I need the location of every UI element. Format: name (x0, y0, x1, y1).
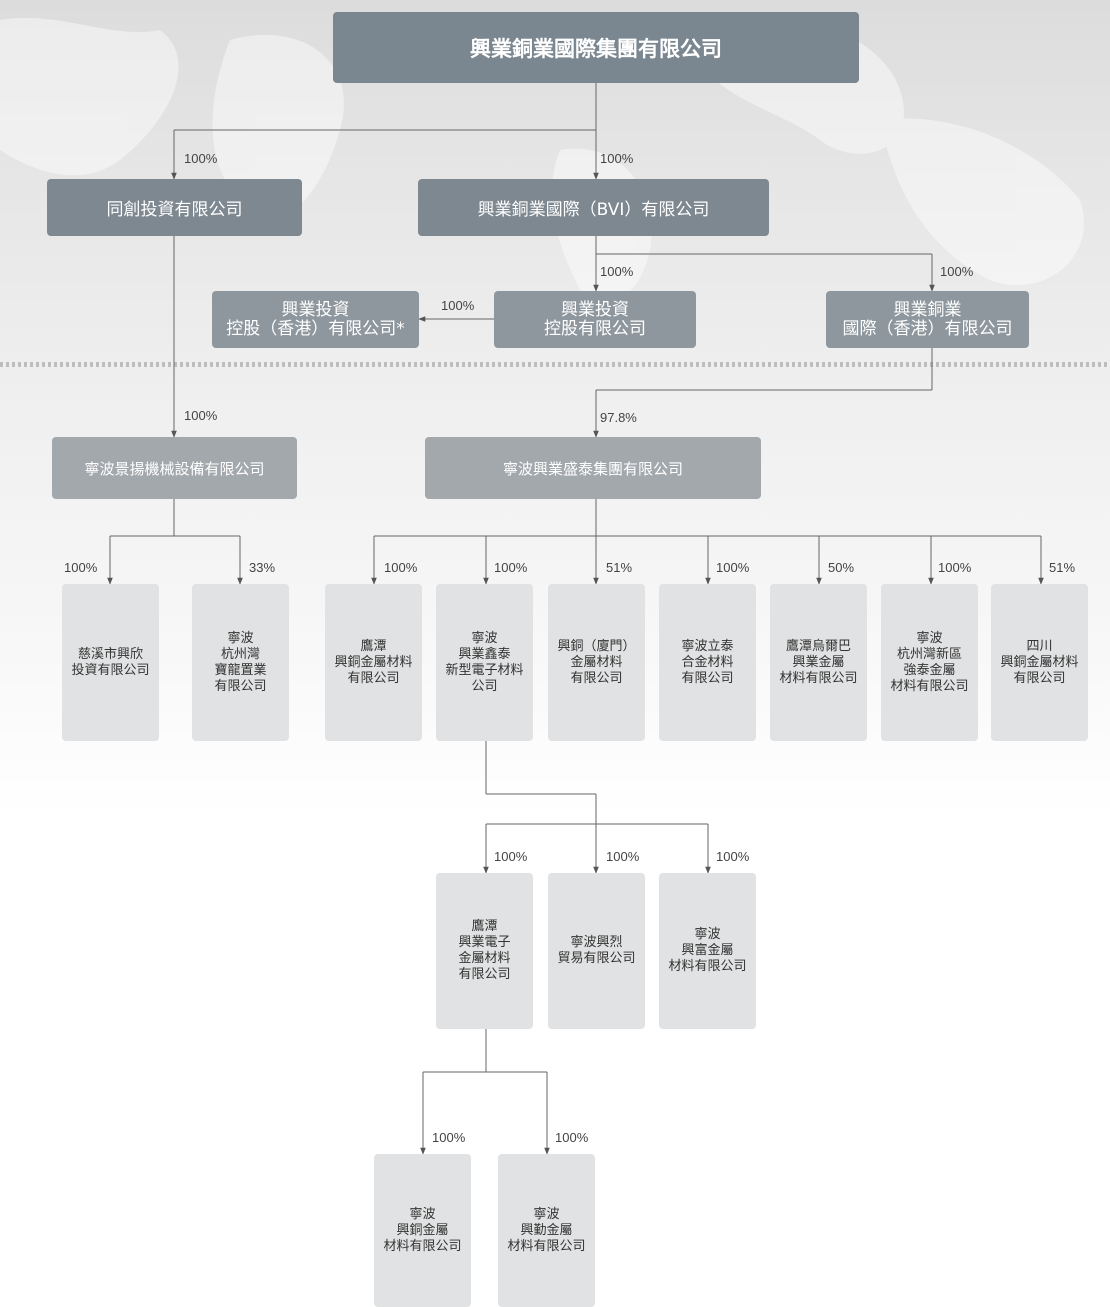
level4-pct-1: 100% (64, 560, 98, 575)
dashed-divider (0, 362, 1110, 367)
root-company-box: 興業銅業國際集團有限公司 (333, 12, 859, 83)
level6-box-2: 寧波 興勤金屬 材料有限公司 (498, 1154, 595, 1307)
level5-name-3: 寧波 興富金屬 材料有限公司 (668, 927, 747, 974)
level6-name-1: 寧波 興銅金屬 材料有限公司 (383, 1206, 462, 1254)
level5-name-1: 鷹潭 興業電子 金屬材料 有限公司 (458, 919, 511, 982)
level4-pct-3: 100% (384, 560, 418, 575)
bvi-name: 興業銅業國際（BVI）有限公司 (477, 200, 710, 220)
jingyang-pct: 100% (184, 408, 218, 423)
level4-box-9: 四川 興銅金屬材料 有限公司 (991, 584, 1088, 741)
tongchuang-pct: 100% (184, 151, 218, 166)
holding-name: 興業投資 控股有限公司 (544, 299, 646, 339)
bvi-pct: 100% (600, 151, 634, 166)
hk-holding-box: 興業投資 控股（香港）有限公司* (212, 291, 419, 348)
level4-box-4: 寧波 興業鑫泰 新型電子材料 公司 (436, 584, 533, 741)
level6-pct-2: 100% (555, 1130, 589, 1145)
level4-box-8: 寧波 杭州灣新區 強泰金屬 材料有限公司 (881, 584, 978, 741)
level5-box-3: 寧波 興富金屬 材料有限公司 (659, 873, 756, 1029)
level4-box-5: 興銅（廈門） 金屬材料 有限公司 (548, 584, 645, 741)
level5-box-1: 鷹潭 興業電子 金屬材料 有限公司 (436, 873, 533, 1029)
level4-pct-2: 33% (249, 560, 276, 575)
jingyang-box: 寧波景揚機械設備有限公司 (52, 437, 297, 499)
holding-pct: 100% (600, 264, 634, 279)
level4-box-2: 寧波 杭州灣 寶龍置業 有限公司 (192, 584, 289, 741)
level4-box-3: 鷹潭 興銅金屬材料 有限公司 (325, 584, 422, 741)
level4-name-2: 寧波 杭州灣 寶龍置業 有限公司 (214, 630, 267, 694)
hk-holding-pct: 100% (441, 298, 475, 313)
level4-box-6: 寧波立泰 合金材料 有限公司 (659, 584, 756, 741)
level4-pct-4: 100% (494, 560, 528, 575)
level5-name-2: 寧波興烈 貿易有限公司 (557, 935, 636, 966)
level4-name-7: 鷹潭烏爾巴 興業金屬 材料有限公司 (779, 638, 858, 686)
level4-box-1: 慈溪市興欣 投資有限公司 (62, 584, 159, 741)
bvi-box: 興業銅業國際（BVI）有限公司 (418, 179, 769, 236)
level4-pct-6: 100% (716, 560, 750, 575)
level5-pct-2: 100% (606, 849, 640, 864)
level6-name-2: 寧波 興勤金屬 材料有限公司 (507, 1206, 586, 1254)
tongchuang-box: 同創投資有限公司 (47, 179, 302, 236)
shengtai-box: 寧波興業盛泰集團有限公司 (425, 437, 761, 499)
level4-name-6: 寧波立泰 合金材料 有限公司 (681, 638, 734, 686)
level5-pct-3: 100% (716, 849, 750, 864)
holding-box: 興業投資 控股有限公司 (494, 291, 696, 348)
level4-pct-8: 100% (938, 560, 972, 575)
shengtai-name: 寧波興業盛泰集團有限公司 (502, 459, 683, 478)
hk-intl-pct: 100% (940, 264, 974, 279)
level4-name-8: 寧波 杭州灣新區 強泰金屬 材料有限公司 (890, 630, 969, 694)
root-company-name: 興業銅業國際集團有限公司 (470, 36, 722, 61)
shengtai-pct: 97.8% (600, 410, 637, 425)
level4-name-5: 興銅（廈門） 金屬材料 有限公司 (557, 638, 636, 686)
level6-pct-1: 100% (432, 1130, 466, 1145)
level5-pct-1: 100% (494, 849, 528, 864)
hk-intl-box: 興業銅業 國際（香港）有限公司 (826, 291, 1029, 348)
level4-pct-9: 51% (1049, 560, 1076, 575)
level4-name-1: 慈溪市興欣 投資有限公司 (71, 646, 150, 678)
tongchuang-name: 同創投資有限公司 (106, 200, 243, 220)
level4-pct-5: 51% (606, 560, 633, 575)
hk-intl-name: 興業銅業 國際（香港）有限公司 (842, 299, 1013, 339)
level6-box-1: 寧波 興銅金屬 材料有限公司 (374, 1154, 471, 1307)
level4-box-7: 鷹潭烏爾巴 興業金屬 材料有限公司 (770, 584, 867, 741)
level4-name-4: 寧波 興業鑫泰 新型電子材料 公司 (445, 630, 524, 694)
level4-name-3: 鷹潭 興銅金屬材料 有限公司 (334, 638, 413, 686)
jingyang-name: 寧波景揚機械設備有限公司 (84, 459, 265, 478)
level4-pct-7: 50% (828, 560, 855, 575)
hk-holding-name: 興業投資 控股（香港）有限公司* (226, 299, 405, 339)
level5-box-2: 寧波興烈 貿易有限公司 (548, 873, 645, 1029)
level4-name-9: 四川 興銅金屬材料 有限公司 (1000, 638, 1079, 686)
